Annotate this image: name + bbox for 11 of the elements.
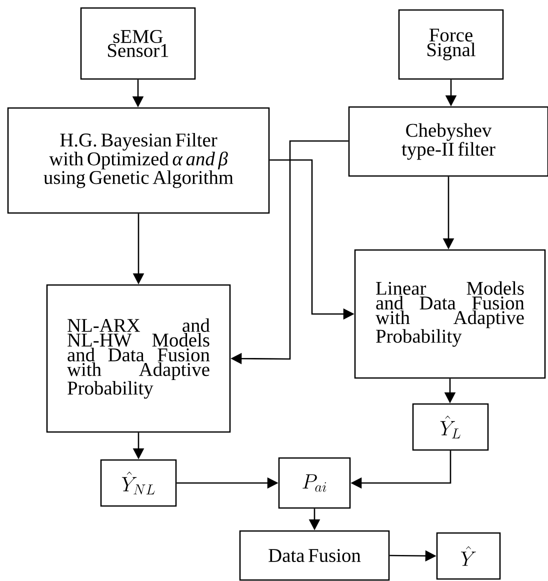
model-box: Linear Models and Data Fusion with Adaptive Probability: [354, 249, 546, 379]
output-box: $\hat{Y}_{NL}$: [100, 459, 177, 507]
filter-box: Chebyshev type-II filter: [348, 106, 548, 177]
fusion-box: Data Fusion: [239, 530, 390, 581]
model-box: NL-ARX and NL-HW Models and Data Fusion with Adaptive Probability: [46, 284, 231, 433]
filter-box: H.G. Bayesian Filter with Optimized α and β using Genetic Algorithm: [7, 107, 270, 214]
input-box: sEMG Sensor1: [80, 7, 196, 80]
probability-box: $P_{ai}$: [278, 457, 351, 509]
output-box: $\hat{Y}$: [436, 532, 501, 580]
output-box: $\hat{Y}_{L}$: [412, 403, 489, 451]
input-box: Force Signal: [398, 9, 504, 80]
